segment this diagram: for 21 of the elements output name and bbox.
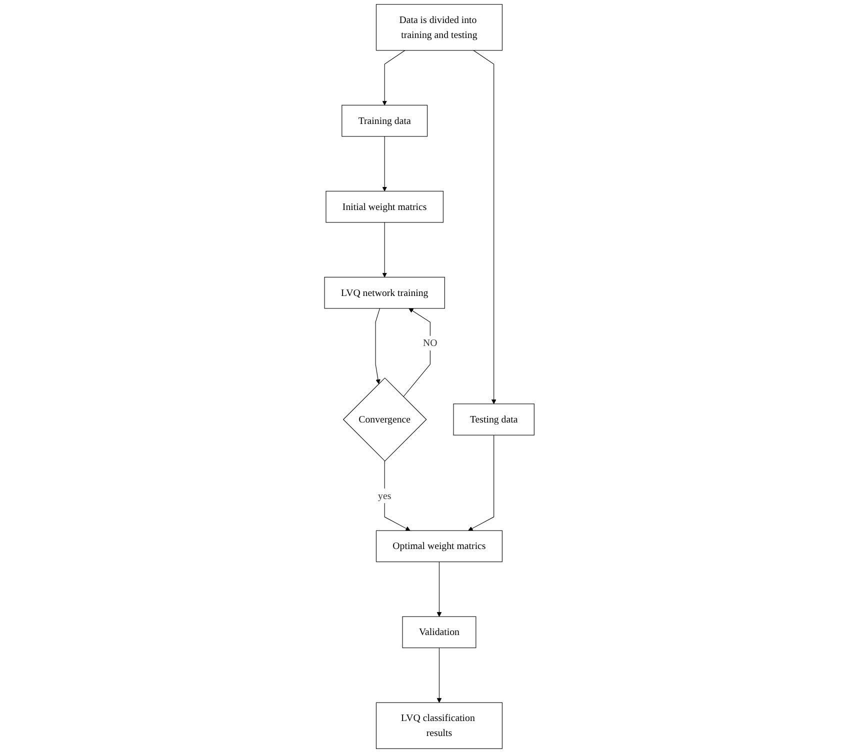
arrow (375, 308, 381, 384)
node-box: Training data (342, 104, 428, 137)
arrow (382, 136, 388, 192)
node-box: Data is divided into training and testing (376, 4, 503, 51)
node-box: Optimal weight matrics (376, 530, 503, 562)
node-diamond: Convergence (343, 378, 427, 462)
arrow (382, 50, 406, 106)
node-box: LVQ classification results (376, 702, 503, 749)
node-box: Initial weight matrics (326, 190, 444, 223)
node-box: LVQ network training (324, 276, 446, 309)
arrow (436, 648, 442, 703)
arrow (384, 460, 410, 531)
arrow (403, 308, 431, 398)
edge-label: NO (423, 337, 438, 348)
node-box: Validation (402, 616, 476, 648)
arrow (382, 222, 388, 278)
node-box: Testing data (453, 404, 535, 436)
arrow (468, 434, 494, 531)
arrow (473, 50, 496, 404)
arrow (436, 562, 442, 617)
edge-label: yes (378, 490, 392, 502)
